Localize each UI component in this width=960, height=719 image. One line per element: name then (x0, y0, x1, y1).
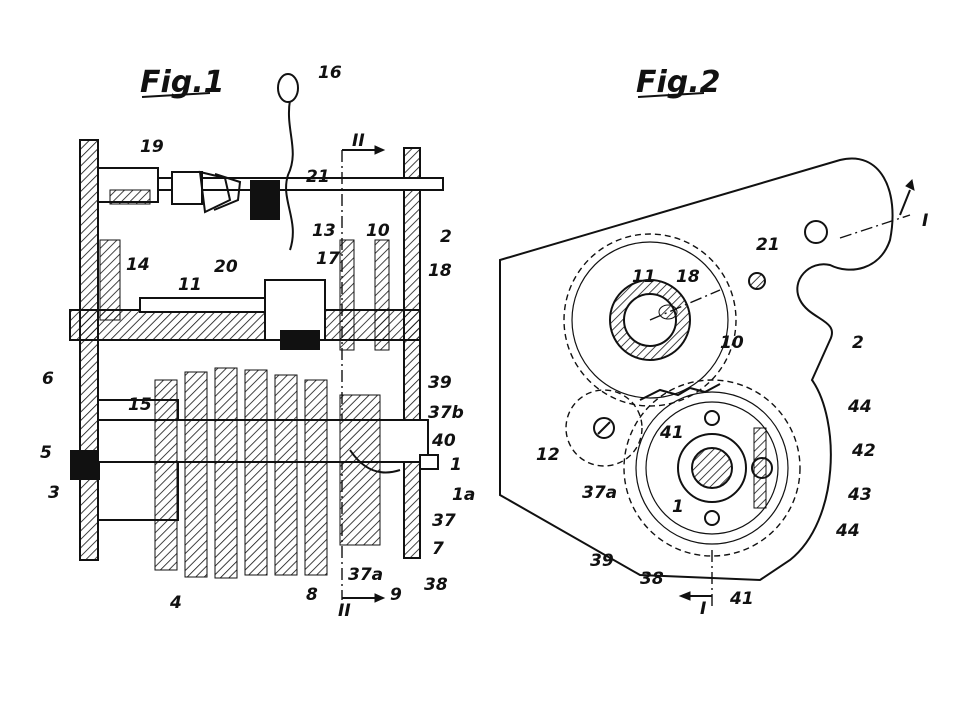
fig2-label-21: 21 (756, 235, 780, 255)
figure-1-title-underline (141, 92, 211, 98)
fig2-label-37a: 37a (582, 483, 617, 503)
fig1-label-19: 19 (140, 137, 164, 157)
plate-2 (499, 157, 894, 582)
gear-12 (565, 389, 643, 467)
middle-shaft-assembly (69, 239, 421, 351)
fig1-label-3: 3 (48, 483, 60, 503)
figure-2: Fig.2 I (499, 65, 928, 619)
pawl-7 (349, 449, 401, 474)
fig1-label-39: 39 (428, 373, 452, 393)
gear-39 (623, 379, 801, 557)
fig2-label-43: 43 (847, 485, 872, 505)
right-side-plate (403, 147, 421, 559)
fig1-label-16: 16 (318, 63, 342, 83)
fig1-label-37b: 37b (428, 403, 464, 423)
fig1-label-6: 6 (42, 369, 54, 389)
left-side-plate (79, 139, 99, 561)
fig2-label-44-bottom: 44 (835, 521, 860, 541)
shaft-end-1a (419, 454, 439, 470)
figure-1-reference-numerals: 16 19 21 II 13 10 2 14 20 17 18 11 6 39 … (40, 63, 475, 621)
fig1-label-9: 9 (390, 585, 402, 605)
number-wheels-4 (154, 367, 328, 579)
fig1-label-14: 14 (126, 255, 150, 275)
fig2-label-2: 2 (852, 333, 864, 353)
fig1-label-7: 7 (432, 539, 444, 559)
fig1-label-1: 1 (450, 455, 462, 475)
gear-10 (374, 239, 390, 351)
gear-14 (99, 239, 121, 321)
fig1-label-II-top: II (352, 131, 365, 151)
fig2-label-42: 42 (851, 441, 876, 461)
fig1-label-2: 2 (440, 227, 452, 247)
fig1-label-8: 8 (306, 585, 318, 605)
fig1-label-17: 17 (316, 249, 340, 269)
figure-1: Fig.1 (40, 63, 475, 621)
fig2-label-41-top: 41 (659, 423, 684, 443)
fig2-label-44-top: 44 (847, 397, 872, 417)
fig1-label-10: 10 (366, 221, 390, 241)
fig1-label-21: 21 (306, 167, 330, 187)
fig1-label-38: 38 (424, 575, 448, 595)
pin-18 (658, 304, 678, 320)
section-line-I-top (839, 214, 911, 239)
fig1-label-37a: 37a (348, 565, 383, 585)
gear-teeth (639, 383, 721, 401)
pin-21 (748, 272, 766, 290)
fig1-label-20: 20 (214, 257, 238, 277)
fig1-label-II-bottom: II (338, 601, 351, 621)
figure-2-reference-numerals: I 21 11 18 10 2 44 41 12 42 37a 1 43 44 … (536, 211, 928, 619)
shaft-end-3 (70, 450, 100, 480)
fig2-label-39: 39 (590, 551, 614, 571)
fig2-label-18: 18 (676, 267, 700, 287)
fig2-label-38: 38 (640, 569, 664, 589)
fig1-label-11: 11 (178, 275, 202, 295)
hole (804, 220, 828, 244)
fig2-label-41-bottom: 41 (729, 589, 754, 609)
fig1-label-40: 40 (431, 431, 456, 451)
fig1-label-15: 15 (128, 395, 152, 415)
figure-2-title-underline (637, 92, 705, 98)
lever-16 (285, 99, 294, 251)
shaft-1 (691, 447, 733, 489)
disc-37a (645, 401, 779, 535)
fig1-label-5: 5 (40, 443, 52, 463)
fig1-label-37: 37 (432, 511, 456, 531)
fig1-label-18: 18 (428, 261, 452, 281)
fig2-label-11: 11 (632, 267, 656, 287)
spring-44 (753, 427, 767, 509)
lever-16-knob (277, 73, 299, 103)
fig2-label-I-top: I (922, 211, 928, 231)
cam-20 (198, 170, 232, 214)
fig1-label-1a: 1a (452, 485, 475, 505)
fig2-label-12: 12 (536, 445, 560, 465)
fig1-label-4: 4 (169, 593, 182, 613)
roller-41-top (704, 410, 720, 426)
fig2-label-1: 1 (672, 497, 684, 517)
fig2-label-10: 10 (720, 333, 744, 353)
block-21 (250, 180, 280, 220)
fig1-label-13: 13 (312, 221, 336, 241)
roller-38 (704, 510, 720, 526)
shaft-11 (69, 309, 421, 341)
gear-13 (339, 239, 355, 351)
fig2-label-I-bottom: I (700, 599, 706, 619)
counter-drum (70, 367, 439, 579)
upper-shaft-assembly (97, 73, 444, 603)
